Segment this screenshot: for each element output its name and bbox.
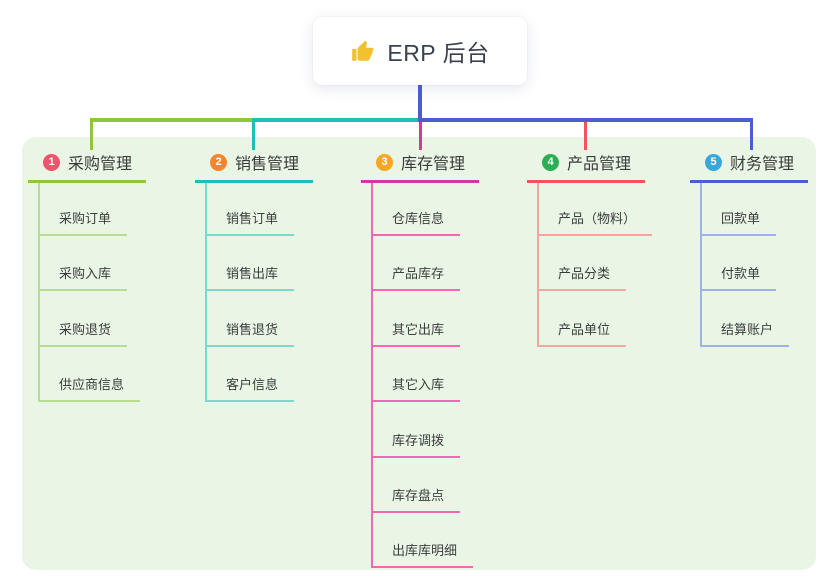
branch-财务管理: 5 财务管理 回款单 付款单 结算账户 (690, 150, 808, 347)
child-node[interactable]: 采购入库 (40, 263, 128, 292)
child-node[interactable]: 付款单 (702, 263, 777, 292)
connector-segment (252, 118, 421, 122)
branch-children: 采购订单 采购入库 采购退货 供应商信息 (38, 183, 141, 403)
branch-number-badge: 3 (376, 153, 393, 171)
child-node[interactable]: 产品单位 (539, 319, 627, 347)
child-node-row: 产品单位 (539, 291, 652, 347)
branch-children: 销售订单 销售出库 销售退货 客户信息 (205, 183, 295, 403)
child-node-row: 客户信息 (207, 347, 295, 403)
root-node-label: ERP 后台 (387, 40, 490, 66)
branch-children: 回款单 付款单 结算账户 (700, 183, 790, 347)
branch-header[interactable]: 5 财务管理 (690, 150, 808, 183)
child-node[interactable]: 产品分类 (539, 263, 627, 292)
connector-segment (419, 118, 753, 122)
branch-drop-line (750, 118, 753, 150)
branch-label: 财务管理 (730, 156, 795, 173)
child-node-row: 销售出库 (207, 236, 295, 292)
child-node[interactable]: 仓库信息 (373, 208, 461, 236)
branch-header[interactable]: 1 采购管理 (28, 150, 146, 183)
connector-segment (90, 118, 252, 122)
child-node-row: 销售订单 (207, 183, 295, 236)
child-node-row: 结算账户 (702, 291, 790, 347)
child-node-row: 库存盘点 (373, 458, 473, 513)
child-node[interactable]: 库存调拨 (373, 430, 461, 458)
branch-drop-line (252, 118, 255, 150)
branch-label: 销售管理 (235, 156, 300, 173)
child-node[interactable]: 客户信息 (207, 374, 295, 403)
child-node-row: 供应商信息 (40, 347, 141, 403)
branch-children: 仓库信息 产品库存 其它出库 其它入库 库存调拨 库存盘点 出库库明细 (371, 183, 474, 569)
branch-产品管理: 4 产品管理 产品（物料） 产品分类 产品单位 (527, 150, 653, 347)
branch-children: 产品（物料） 产品分类 产品单位 (537, 183, 653, 347)
branch-number-badge: 2 (210, 153, 227, 171)
child-node[interactable]: 采购退货 (40, 319, 128, 347)
child-node-row: 产品（物料） (539, 183, 653, 236)
root-node[interactable]: ERP 后台 (313, 17, 527, 85)
branch-number-badge: 4 (542, 153, 559, 171)
child-node-row: 产品库存 (373, 236, 473, 292)
branches-panel (22, 137, 816, 570)
child-node[interactable]: 其它出库 (373, 319, 461, 347)
branch-label: 产品管理 (567, 156, 632, 173)
child-node[interactable]: 产品库存 (373, 263, 461, 292)
child-node-row: 付款单 (702, 236, 789, 292)
branch-drop-line (584, 118, 587, 150)
child-node[interactable]: 库存盘点 (373, 485, 461, 513)
child-node-row: 仓库信息 (373, 183, 473, 236)
child-node[interactable]: 供应商信息 (40, 374, 141, 403)
branch-header[interactable]: 3 库存管理 (361, 150, 479, 183)
child-node-row: 产品分类 (539, 236, 652, 292)
branch-库存管理: 3 库存管理 仓库信息 产品库存 其它出库 其它入库 库存调拨 库存盘点 出库库… (361, 150, 479, 569)
child-node[interactable]: 回款单 (702, 208, 777, 236)
child-node-row: 回款单 (702, 183, 789, 236)
child-node-row: 采购入库 (40, 236, 140, 292)
branch-drop-line (419, 118, 422, 150)
child-node[interactable]: 出库库明细 (373, 540, 474, 569)
child-node[interactable]: 结算账户 (702, 319, 790, 347)
child-node[interactable]: 销售退货 (207, 319, 295, 347)
branch-header[interactable]: 2 销售管理 (195, 150, 313, 183)
child-node-row: 采购订单 (40, 183, 140, 236)
branch-采购管理: 1 采购管理 采购订单 采购入库 采购退货 供应商信息 (28, 150, 146, 403)
root-drop-line (418, 85, 422, 122)
child-node[interactable]: 产品（物料） (539, 208, 653, 236)
child-node[interactable]: 销售出库 (207, 263, 295, 292)
child-node-row: 采购退货 (40, 291, 140, 347)
child-node-row: 销售退货 (207, 291, 295, 347)
child-node-row: 出库库明细 (373, 513, 474, 569)
child-node[interactable]: 采购订单 (40, 208, 128, 236)
branch-label: 库存管理 (401, 156, 466, 173)
child-node-row: 库存调拨 (373, 402, 473, 458)
branch-销售管理: 2 销售管理 销售订单 销售出库 销售退货 客户信息 (195, 150, 313, 403)
child-node[interactable]: 其它入库 (373, 374, 461, 403)
branch-number-badge: 5 (705, 153, 722, 171)
branch-number-badge: 1 (43, 153, 60, 171)
thumbs-up-icon (350, 38, 376, 64)
child-node[interactable]: 销售订单 (207, 208, 295, 236)
branch-header[interactable]: 4 产品管理 (527, 150, 645, 183)
child-node-row: 其它入库 (373, 347, 473, 403)
branch-drop-line (90, 118, 93, 150)
child-node-row: 其它出库 (373, 291, 473, 347)
branch-label: 采购管理 (68, 156, 133, 173)
